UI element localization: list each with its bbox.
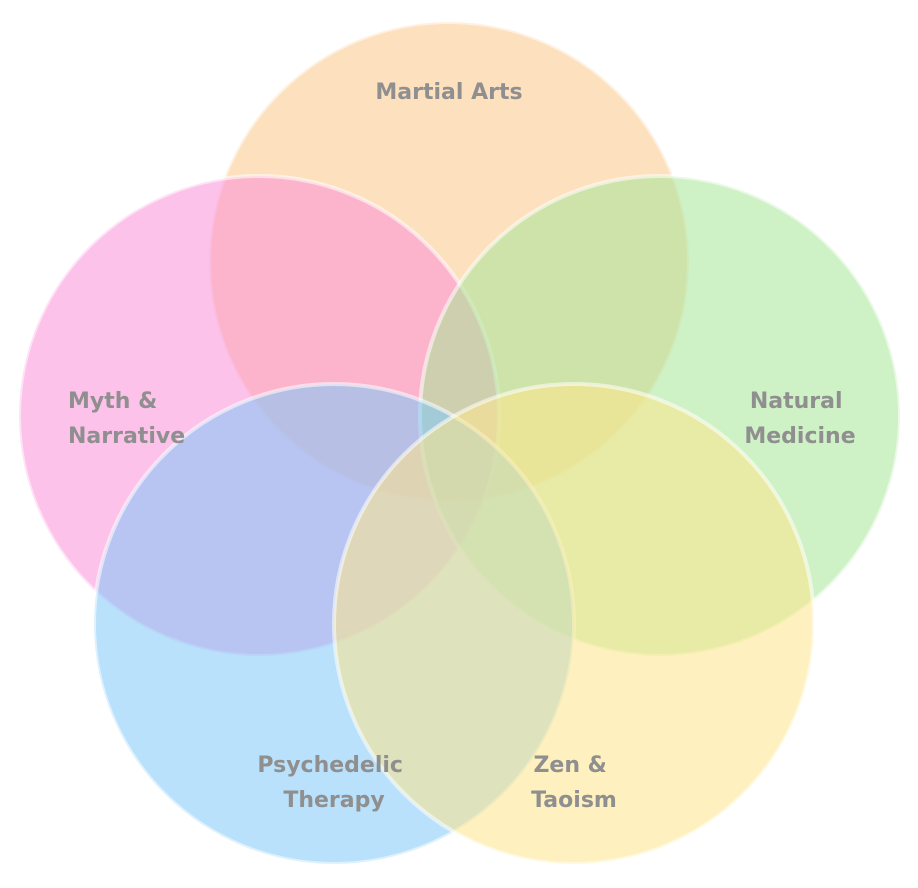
label-zen-taoism-line-1: Zen & xyxy=(533,753,606,778)
label-psychedelic-therapy: Psychedelic Therapy xyxy=(257,753,410,813)
label-zen-taoism: Zen & Taoism xyxy=(531,753,617,813)
label-myth-narrative: Myth & Narrative xyxy=(68,389,185,449)
venn-circles xyxy=(17,20,902,866)
venn-labels: Martial Arts Myth & Narrative Natural Me… xyxy=(68,80,856,813)
label-myth-narrative-line-2: Narrative xyxy=(68,424,185,449)
label-martial-arts: Martial Arts xyxy=(375,80,522,105)
label-martial-arts-line-1: Martial Arts xyxy=(375,80,522,105)
label-natural-medicine-line-2: Medicine xyxy=(744,424,855,449)
label-zen-taoism-line-2: Taoism xyxy=(531,788,617,813)
label-psychedelic-therapy-line-1: Psychedelic xyxy=(257,753,403,778)
label-psychedelic-therapy-line-2: Therapy xyxy=(283,788,384,813)
label-natural-medicine-line-1: Natural xyxy=(750,389,843,414)
label-myth-narrative-line-1: Myth & xyxy=(68,389,157,414)
circle-zen-taoism xyxy=(332,382,816,866)
label-natural-medicine: Natural Medicine xyxy=(744,389,855,449)
